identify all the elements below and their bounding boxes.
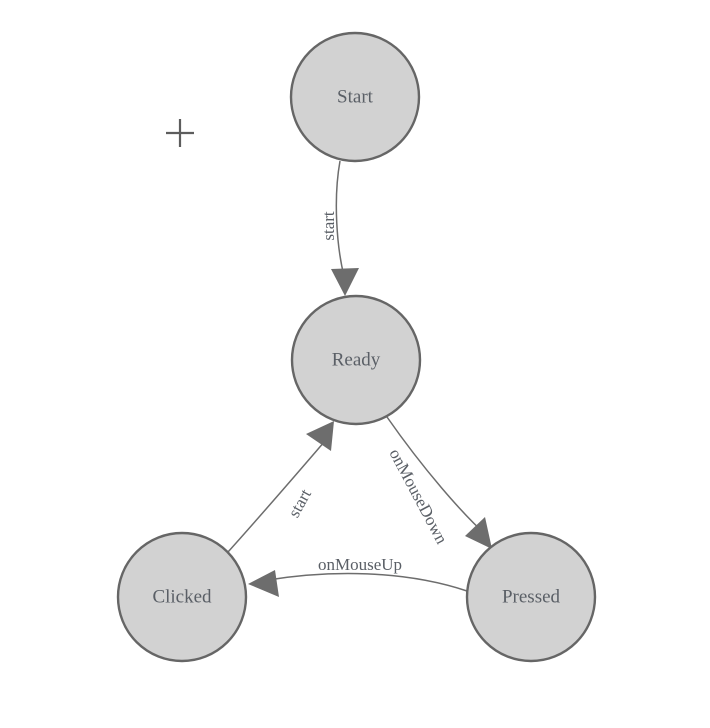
node-start-label: Start [337, 86, 374, 107]
edge-start-to-ready-path [335, 160, 345, 277]
node-pressed-label: Pressed [502, 586, 561, 607]
node-ready-label: Ready [332, 349, 381, 370]
node-ready-circle [290, 294, 422, 426]
edge-label-pressed-to-clicked: onMouseUp [318, 555, 402, 574]
node-pressed-circle [465, 531, 597, 663]
node-clicked-circle [116, 531, 248, 663]
edge-pressed-to-clicked-arrowhead [248, 570, 279, 597]
edge-ready-to-pressed[interactable] [386, 416, 492, 549]
edge-pressed-to-clicked-path [267, 572, 468, 592]
node-pressed[interactable]: Pressed [465, 531, 597, 663]
node-ready[interactable]: Ready [290, 294, 422, 426]
node-start-circle [289, 31, 421, 163]
edge-clicked-to-ready-arrowhead [306, 421, 334, 451]
edge-pressed-to-clicked[interactable] [248, 570, 468, 597]
edge-clicked-to-ready[interactable] [227, 421, 334, 553]
node-start[interactable]: Start [289, 31, 421, 163]
edge-clicked-to-ready-path [227, 440, 326, 553]
edge-label-clicked-to-ready: start [284, 486, 315, 521]
node-clicked[interactable]: Clicked [116, 531, 248, 663]
node-clicked-label: Clicked [152, 586, 212, 607]
edge-start-to-ready[interactable] [331, 160, 359, 296]
edge-start-to-ready-arrowhead [331, 268, 359, 296]
edge-ready-to-pressed-arrowhead [465, 517, 492, 549]
crosshair-icon [166, 119, 194, 147]
edge-label-start-to-ready: start [319, 211, 338, 241]
